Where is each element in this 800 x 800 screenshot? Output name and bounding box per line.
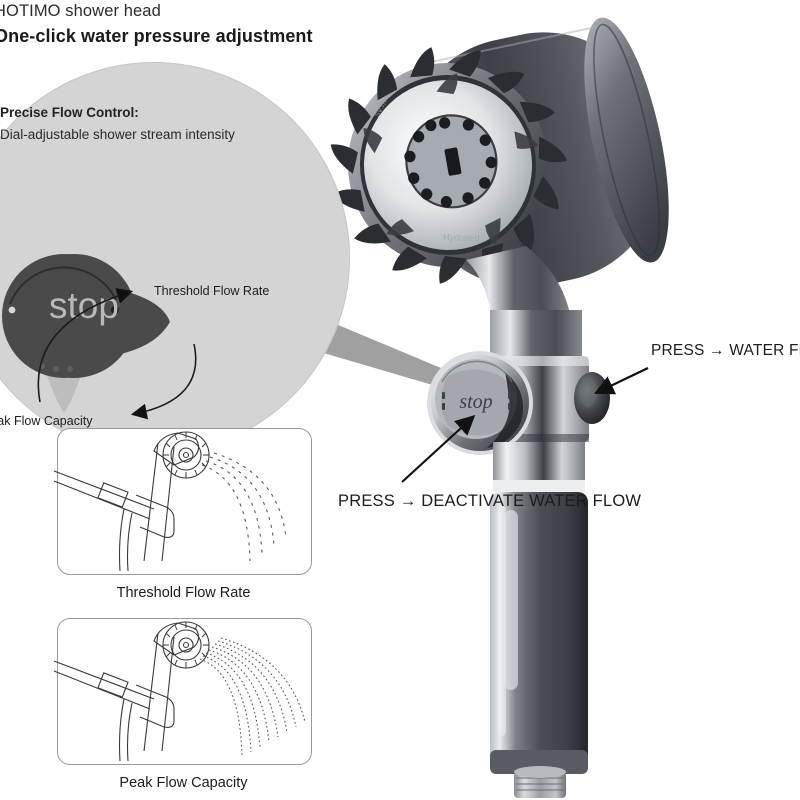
callout-subheading: Dial-adjustable shower stream intensity — [0, 127, 235, 142]
thumbnail-threshold-flow — [53, 428, 312, 575]
callout-threshold-label: Threshold Flow Rate — [154, 284, 270, 298]
svg-text:Hydrated: Hydrated — [443, 232, 480, 243]
thumbnail-caption-threshold: Threshold Flow Rate — [116, 585, 251, 601]
thumbnail-caption-peak: Peak Flow Capacity — [119, 775, 248, 791]
annotation-water-flow: PRESS → WATER FLO — [651, 342, 800, 359]
rotation-arrows — [37, 288, 197, 420]
callout-heading: Precise Flow Control: — [0, 105, 139, 120]
page-title: HOTIMO shower head — [0, 2, 161, 20]
dial-knob-illustration: stop — [0, 230, 200, 430]
detail-callout-circle: Precise Flow Control: Dial-adjustable sh… — [0, 62, 350, 454]
thumbnail-peak-flow — [53, 618, 312, 765]
page-subtitle: One-click water pressure adjustment — [0, 26, 313, 46]
annotation-arrows — [401, 367, 649, 483]
callout-peak-label: Peak Flow Capacity — [0, 414, 93, 428]
svg-text:stop: stop — [459, 391, 492, 413]
shower-head-product-image: sv.m Hydrated — [330, 17, 669, 798]
annotation-deactivate-water-flow: PRESS → DEACTIVATE WATER FLOW — [338, 492, 642, 510]
knob-stop-label: stop — [49, 285, 119, 326]
